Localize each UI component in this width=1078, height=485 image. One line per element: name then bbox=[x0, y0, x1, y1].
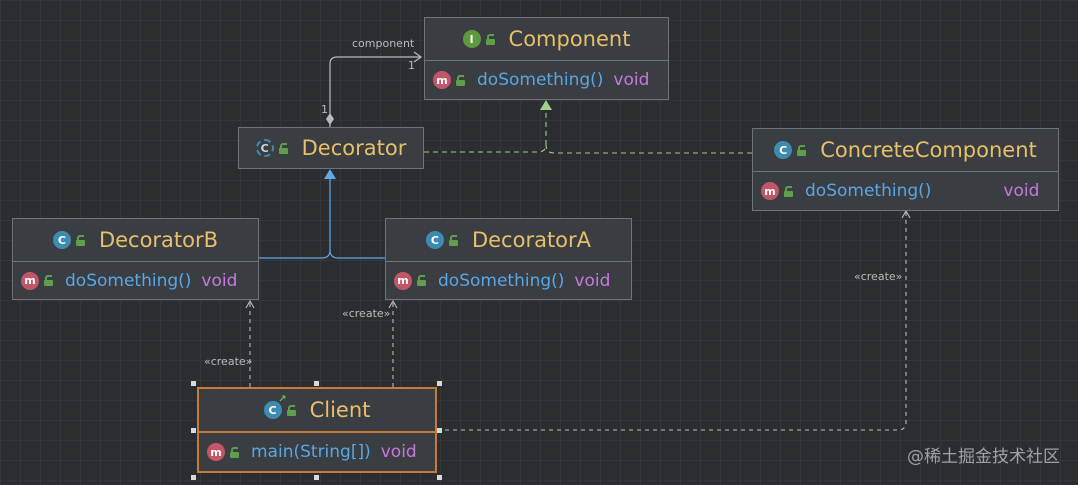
return-type: void bbox=[201, 270, 238, 291]
method-name: doSomething() bbox=[438, 270, 565, 291]
class-name: ConcreteComponent bbox=[820, 138, 1037, 162]
class-header: C DecoratorA bbox=[386, 219, 631, 262]
method-name: main(String[]) bbox=[251, 442, 371, 462]
return-type: void bbox=[574, 270, 611, 291]
method-icon: m bbox=[207, 443, 225, 461]
class-node-decorator[interactable]: C Decorator bbox=[238, 127, 424, 169]
method-name: doSomething() bbox=[477, 70, 604, 90]
class-header: C DecoratorB bbox=[13, 219, 258, 262]
resize-handle-top[interactable] bbox=[314, 381, 319, 386]
lock-icon bbox=[456, 74, 465, 86]
create-label-b: «create» bbox=[204, 355, 253, 368]
lock-icon bbox=[784, 185, 793, 197]
class-header: C Decorator bbox=[239, 128, 423, 168]
method-icon: m bbox=[21, 271, 39, 290]
create-arrowhead-a bbox=[388, 299, 398, 309]
class-node-concrete-component[interactable]: C ConcreteComponent m doSomething() void bbox=[752, 128, 1059, 211]
realization-edge-decorator bbox=[424, 106, 547, 153]
class-header: I Component bbox=[425, 18, 668, 61]
class-node-decorator-a[interactable]: C DecoratorA m doSomething() void bbox=[385, 218, 632, 300]
class-node-decorator-b[interactable]: C DecoratorB m doSomething() void bbox=[12, 218, 259, 300]
method-row[interactable]: m doSomething() void bbox=[13, 262, 258, 299]
method-row[interactable]: m doSomething() void bbox=[386, 262, 631, 299]
aggregation-arrowhead bbox=[413, 51, 423, 63]
create-edge-concrete bbox=[437, 212, 907, 431]
class-header: C ↗ Client bbox=[199, 389, 435, 433]
method-name: doSomething() bbox=[805, 181, 932, 201]
lock-icon bbox=[448, 234, 458, 246]
method-icon: m bbox=[761, 182, 779, 200]
watermark: @稀土掘金技术社区 bbox=[907, 447, 1060, 467]
resize-handle-right[interactable] bbox=[437, 428, 442, 433]
runnable-class-icon: C ↗ bbox=[263, 395, 287, 419]
inheritance-edge-b bbox=[259, 178, 331, 259]
aggregation-diamond bbox=[326, 113, 334, 125]
resize-handle-bottom-left[interactable] bbox=[191, 475, 196, 480]
lock-icon bbox=[286, 404, 296, 416]
aggregation-edge bbox=[329, 56, 420, 127]
class-name: DecoratorA bbox=[471, 228, 592, 252]
lock-icon bbox=[485, 33, 495, 45]
multiplicity-target-label: 1 bbox=[408, 59, 415, 72]
return-type: void bbox=[1003, 181, 1040, 201]
create-arrowhead-b bbox=[245, 299, 255, 309]
realization-arrowhead bbox=[540, 100, 552, 110]
class-name: DecoratorB bbox=[98, 228, 219, 252]
class-icon: C bbox=[52, 231, 71, 249]
method-row[interactable]: m main(String[]) void bbox=[199, 433, 435, 471]
multiplicity-source-label: 1 bbox=[321, 103, 328, 116]
lock-icon bbox=[417, 275, 426, 286]
resize-handle-top-left[interactable] bbox=[191, 381, 196, 386]
inheritance-arrowhead bbox=[324, 169, 336, 179]
abstract-class-icon: C bbox=[255, 139, 274, 157]
method-icon: m bbox=[394, 271, 412, 290]
class-name: Decorator bbox=[301, 136, 407, 160]
lock-icon bbox=[75, 234, 85, 246]
realization-edge-concrete bbox=[545, 144, 752, 154]
resize-handle-top-right[interactable] bbox=[437, 381, 442, 386]
lock-icon bbox=[230, 446, 239, 458]
resize-handle-bottom-right[interactable] bbox=[437, 475, 442, 480]
class-name: Client bbox=[309, 398, 371, 422]
method-icon: m bbox=[433, 71, 451, 89]
create-label-a: «create» bbox=[342, 307, 391, 320]
inheritance-edge-a bbox=[329, 249, 385, 259]
resize-handle-left[interactable] bbox=[191, 428, 196, 433]
method-row[interactable]: m doSomething() void bbox=[425, 61, 668, 99]
class-name: Component bbox=[508, 27, 631, 51]
run-arrow-icon: ↗ bbox=[278, 394, 287, 405]
return-type: void bbox=[380, 442, 417, 462]
class-header: C ConcreteComponent bbox=[753, 129, 1058, 172]
resize-handle-bottom[interactable] bbox=[314, 475, 319, 480]
method-row[interactable]: m doSomething() void bbox=[753, 172, 1058, 210]
class-icon-letter: C bbox=[268, 403, 277, 417]
class-icon: C bbox=[774, 141, 793, 159]
return-type: void bbox=[613, 70, 650, 90]
lock-icon bbox=[278, 142, 288, 154]
create-arrowhead-concrete bbox=[901, 209, 911, 219]
class-node-client[interactable]: C ↗ Client m main(String[]) void bbox=[197, 387, 437, 473]
create-label-concrete: «create» bbox=[854, 270, 903, 283]
interface-icon: I bbox=[462, 30, 481, 48]
method-name: doSomething() bbox=[65, 270, 192, 291]
lock-icon bbox=[44, 275, 53, 286]
class-icon: C bbox=[425, 231, 444, 249]
aggregation-role-label: component bbox=[352, 37, 415, 50]
class-node-component[interactable]: I Component m doSomething() void bbox=[424, 17, 669, 100]
lock-icon bbox=[797, 144, 807, 156]
